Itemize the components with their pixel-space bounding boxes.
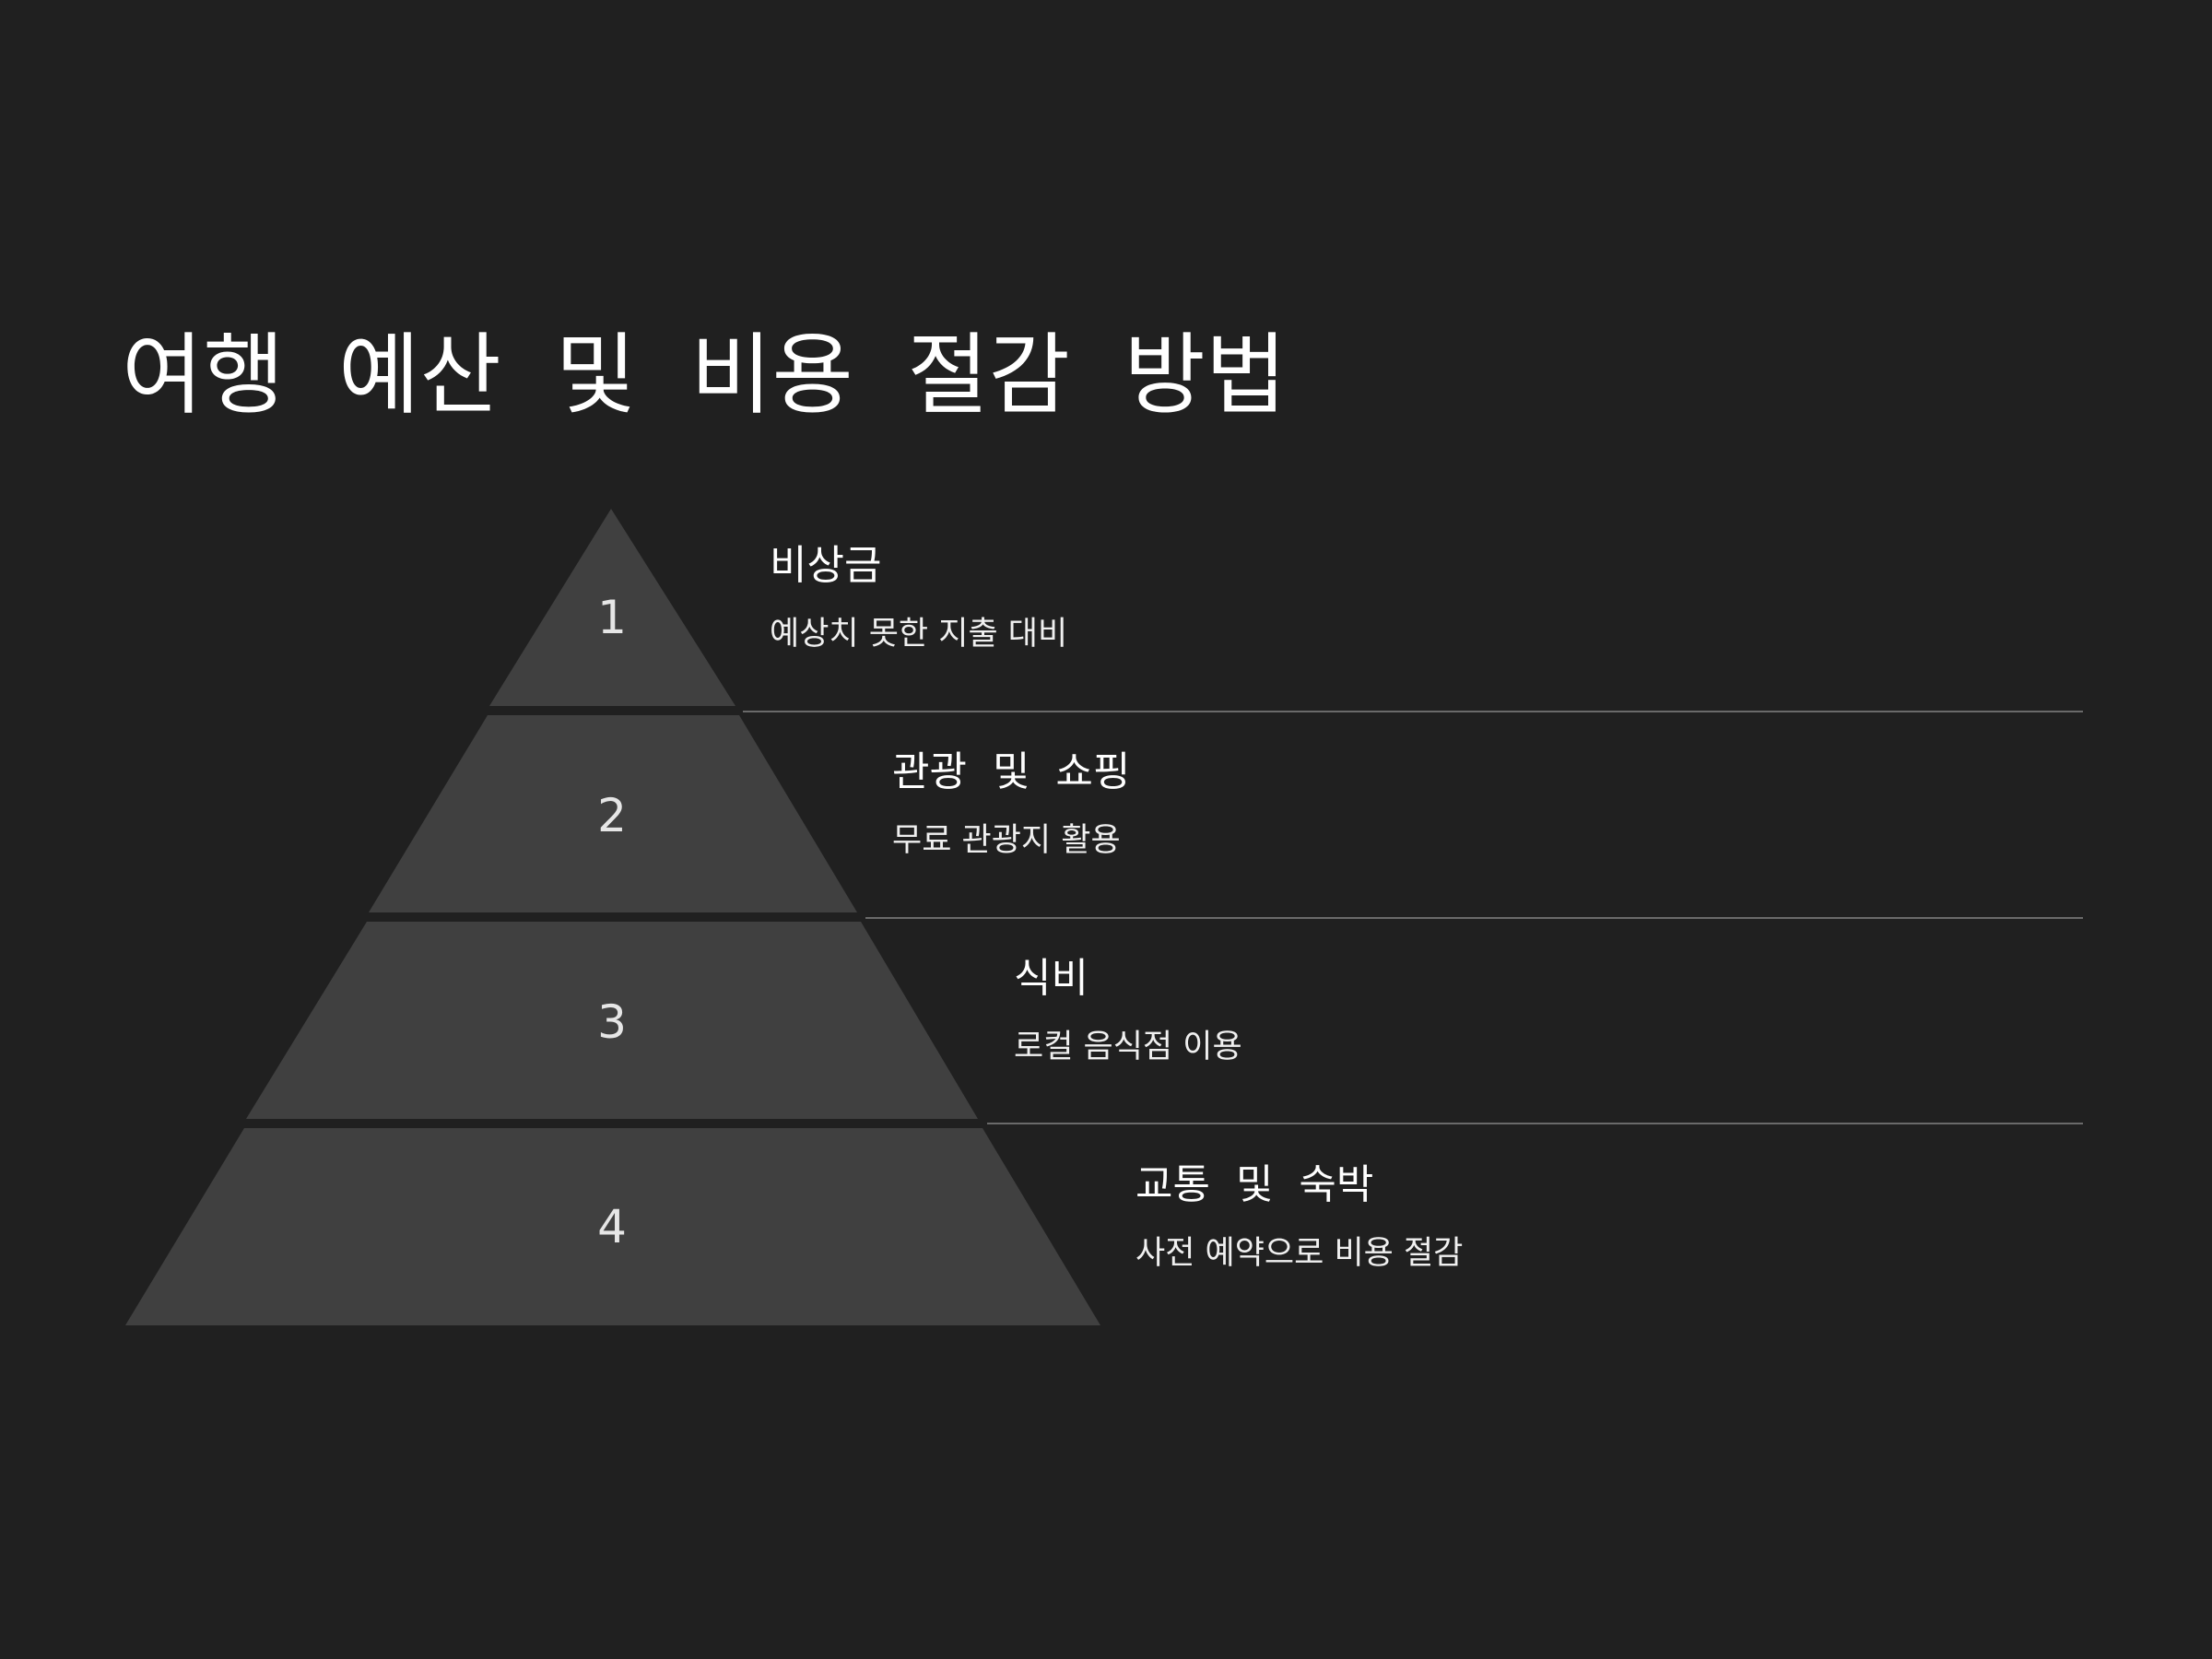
- tier-number: 1: [597, 591, 627, 644]
- tier-description: 로컬 음식점 이용: [1014, 1028, 1242, 1065]
- page-title: 여행 예산 및 비용 절감 방법: [122, 324, 1288, 427]
- tier-description: 예상치 못한 지출 대비: [770, 615, 1068, 653]
- pyramid-tier-1: [489, 509, 735, 706]
- pyramid-tier-3: [246, 922, 978, 1119]
- tier-description: 무료 관광지 활용: [892, 821, 1121, 859]
- tier-heading: 관광 및 쇼핑: [892, 748, 1131, 795]
- tier-heading: 비상금: [770, 542, 882, 589]
- tier-label-3: 식비 로컬 음식점 이용: [1014, 955, 1242, 1066]
- pyramid-tier-2: [369, 715, 857, 912]
- tier-number: 3: [597, 995, 627, 1049]
- tier-label-4: 교통 및 숙박 사전 예약으로 비용 절감: [1135, 1161, 1463, 1273]
- tier-number: 4: [597, 1200, 627, 1253]
- pyramid-tier-4: [125, 1128, 1100, 1325]
- tier-heading: 식비: [1014, 955, 1088, 1002]
- tier-label-1: 비상금 예상치 못한 지출 대비: [770, 542, 1067, 653]
- tier-number: 2: [597, 789, 627, 842]
- tier-heading: 교통 및 숙박: [1135, 1161, 1374, 1208]
- tier-label-2: 관광 및 쇼핑 무료 관광지 활용: [892, 748, 1130, 860]
- tier-description: 사전 예약으로 비용 절감: [1135, 1234, 1464, 1272]
